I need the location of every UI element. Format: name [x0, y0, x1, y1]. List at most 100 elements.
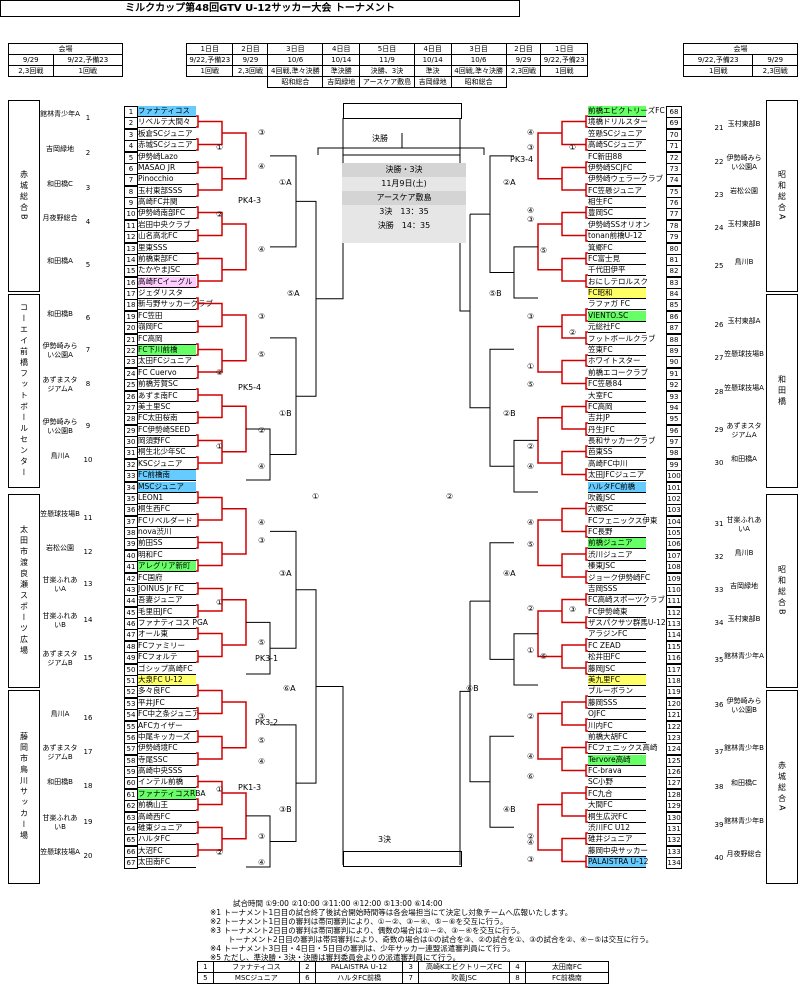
team-name: 大間FC [588, 800, 646, 811]
bracket-path [513, 633, 538, 686]
team-number: 111 [666, 595, 682, 607]
team-number: 28 [124, 413, 138, 425]
bracket-label: ④ [527, 206, 535, 215]
right-venue: 昭和総合B [766, 494, 798, 688]
group-venue: 館林青少年B [724, 744, 764, 752]
group-venue: 笠懸球技場B [724, 350, 764, 358]
team-name: 多々良FC [138, 686, 196, 697]
final-date: 11月9日(土) [381, 179, 427, 188]
bracket-label: ④A [503, 569, 516, 578]
team-name: 渋川FC U12 [588, 823, 646, 834]
bracket-label: ③ [527, 215, 535, 224]
team-name: 伊勢崎SSオリオン [588, 220, 651, 231]
bracket-path [561, 701, 586, 726]
team-name: 岩田中央クラブ [138, 220, 196, 231]
bracket-path [222, 314, 247, 362]
bracket-path [196, 752, 199, 766]
bracket-path [196, 297, 199, 310]
team-name: MASAO JR [138, 163, 196, 174]
bracket-path [196, 365, 199, 379]
group-number: 16 [83, 714, 93, 722]
group-venue: 伊勢崎みらい公園A [726, 154, 762, 171]
team-number: 79 [666, 231, 682, 243]
team-name: アレグリア新町 [138, 561, 196, 572]
team-name: FC伊勢崎東 [588, 607, 646, 618]
team-name: 嶺岡FC [138, 322, 196, 333]
team-name: 吉岡SSS [588, 584, 646, 595]
group-venue: 鳥川B [734, 258, 754, 266]
bracket-path [316, 685, 344, 865]
team-number: 132 [666, 834, 682, 846]
left-venue: 藤岡市鳥川サッカー場 [8, 690, 40, 884]
schedule-cell: 1回戦 [52, 65, 124, 77]
team-name: FCフォルテ [138, 652, 196, 663]
bracket-path [561, 257, 586, 282]
team-name: FC笠懸84 [588, 379, 646, 390]
group-number: 6 [85, 314, 91, 322]
bracket-path [196, 138, 199, 151]
group-venue: 玉村東部A [727, 317, 761, 325]
team-name: FCファミリー [138, 641, 196, 652]
bracket-label: ① [527, 362, 535, 371]
group-venue: 玉村東部B [727, 220, 761, 228]
group-number: 17 [83, 748, 93, 756]
note-line: ※5 ただし、準決勝・3決・決勝は審判委員会よりの派遣審判員にて行う。 [210, 953, 461, 962]
bracket-path [196, 115, 199, 128]
bracket-path [196, 798, 199, 811]
bracket-label: ④ [258, 858, 266, 867]
bracket-path [561, 405, 586, 430]
bracket-path [585, 138, 588, 151]
bracket-label: ⑤ [527, 540, 535, 549]
team-name: FC中之条ジュニア [138, 709, 200, 720]
bracket-path [585, 502, 588, 515]
bracket-path [585, 400, 588, 413]
team-name: FC新田88 [588, 152, 646, 163]
bracket-path [222, 599, 247, 646]
team-name: 藤岡中央サッカー [588, 846, 648, 857]
bracket-path [537, 803, 562, 851]
team-number: 20 [124, 322, 138, 334]
group-venue: 和田橋A [47, 257, 73, 265]
bracket-path [585, 832, 588, 845]
team-number: 62 [124, 800, 138, 812]
bracket-label: ② [527, 604, 535, 613]
group-venue: 伊勢崎みらい公園A [42, 342, 78, 359]
bracket-path [196, 274, 199, 288]
bracket-path [561, 166, 586, 191]
right-venue: 昭和総合A [766, 100, 798, 292]
team-name: 桐生北少年SC [138, 447, 196, 458]
group-number: 32 [714, 553, 724, 561]
bracket-label: ②A [503, 178, 516, 187]
schedule-venue: 吉岡緑地 [413, 76, 452, 88]
team-name: 里東SSS [138, 243, 196, 254]
team-name: オール東 [138, 629, 196, 640]
bracket-path [196, 843, 199, 857]
group-number: 28 [714, 388, 724, 396]
team-name: FC九合 [588, 789, 646, 800]
legend-cell: 8 [509, 972, 526, 984]
team-name: インテル前橋 [138, 777, 196, 788]
schedule-venue: 昭和総合 [450, 76, 507, 88]
team-number: 77 [666, 208, 682, 220]
team-number: 54 [124, 709, 138, 721]
bracket-path [222, 223, 247, 271]
bracket-label: ④ [258, 462, 266, 471]
team-name: あずま南FC [138, 391, 196, 402]
team-number: 23 [124, 356, 138, 368]
group-number: 2 [85, 149, 91, 157]
team-name: 前橋ジュニア [588, 538, 646, 549]
bracket-label: ① [527, 646, 535, 655]
team-name: 豊岡SC [588, 208, 646, 219]
bracket-path [198, 120, 223, 146]
team-name: 太田JFCジュニア [588, 470, 646, 481]
team-name: 丹生JFC [588, 425, 646, 436]
page-title: ミルクカップ第48回GTV U-12サッカー大会 トーナメント [0, 0, 520, 17]
bracket-label: ② [216, 848, 224, 857]
final-info-heading: 決勝・3決 [342, 163, 466, 177]
group-venue: 和田橋C [731, 779, 757, 787]
bracket-path [561, 746, 586, 772]
final-label: 決勝 [372, 134, 388, 143]
bracket-path [585, 786, 588, 800]
team-name: 前橋山王 [138, 800, 196, 811]
